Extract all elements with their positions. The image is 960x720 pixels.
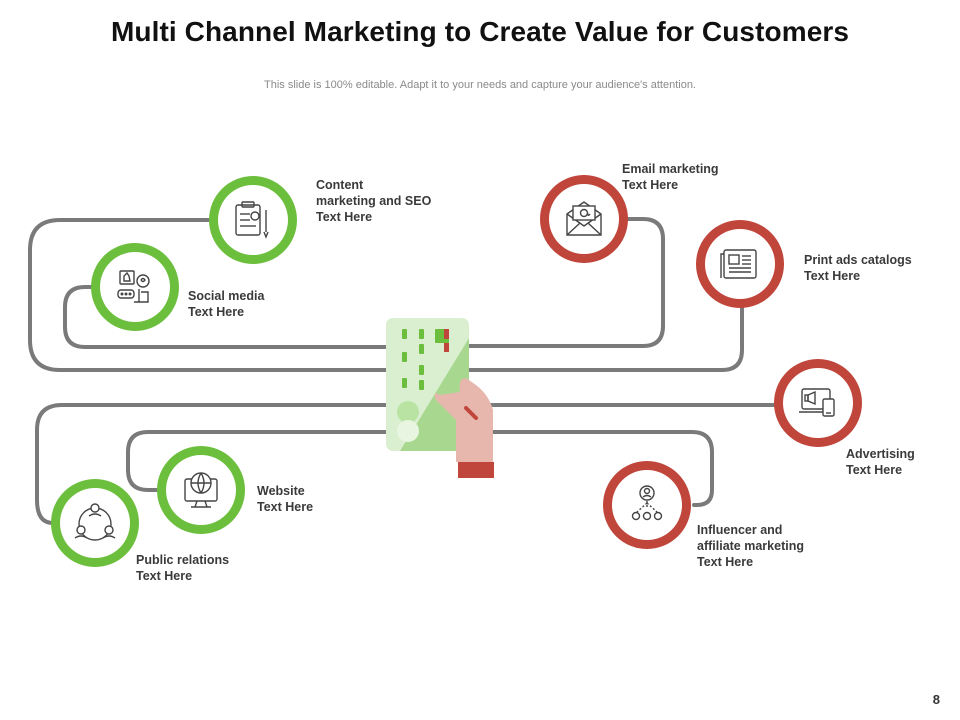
card-circle-top (397, 401, 419, 423)
page-subtitle: This slide is 100% editable. Adapt it to… (264, 79, 696, 91)
sleeve-cuff (458, 462, 494, 478)
website-icon (184, 472, 218, 508)
card-red-mark (444, 343, 449, 352)
node-print (696, 220, 784, 308)
path-print (466, 304, 744, 372)
label-social: Social media Text Here (188, 288, 264, 320)
label-line: Influencer and (697, 523, 783, 537)
label-line: Text Here (622, 178, 679, 192)
path-content (28, 218, 390, 372)
node-email (540, 175, 628, 263)
connector-paths (28, 217, 778, 525)
page-title: Multi Channel Marketing to Create Value … (110, 16, 850, 47)
social-media-icon (117, 270, 150, 303)
node-pr (51, 479, 139, 567)
path-pr (35, 403, 390, 525)
label-website: Website Text Here (257, 483, 313, 515)
advertising-icon (799, 388, 835, 417)
public-relations-icon (74, 503, 116, 541)
label-line: Advertising (846, 447, 915, 461)
label-line: affiliate marketing (697, 539, 804, 553)
label-line: Website (257, 484, 305, 498)
path-email (466, 217, 665, 348)
hand (434, 378, 493, 462)
thumb-accent (464, 406, 478, 420)
path-website (126, 430, 390, 492)
content-seo-icon (235, 201, 269, 239)
label-content: Content marketing and SEO Text Here (316, 177, 431, 225)
label-line: Text Here (257, 500, 314, 514)
label-line: marketing and SEO (316, 194, 432, 208)
label-line: Text Here (804, 269, 861, 283)
card-dash-marks (402, 329, 449, 390)
label-line: Text Here (316, 210, 373, 224)
label-print: Print ads catalogs Text Here (804, 252, 912, 284)
node-influencer (603, 461, 691, 549)
email-icon (566, 201, 602, 236)
card-chip-mark (444, 329, 449, 339)
label-line: Text Here (188, 305, 245, 319)
label-pr: Public relations Text Here (136, 552, 229, 584)
label-line: Email marketing (622, 162, 719, 176)
label-line: Content (316, 178, 364, 192)
path-social (63, 285, 390, 349)
card-in-hand-illustration (386, 318, 494, 478)
card-circle-bottom (397, 420, 419, 442)
path-influencer (468, 430, 714, 507)
label-advertising: Advertising Text Here (846, 446, 915, 478)
label-line: Text Here (136, 569, 193, 583)
page-number: 8 (932, 692, 940, 707)
card-diagonal-shade (400, 338, 469, 451)
node-advertising (774, 359, 862, 447)
label-line: Print ads catalogs (804, 253, 912, 267)
node-content (209, 176, 297, 264)
label-line: Text Here (846, 463, 903, 477)
label-email: Email marketing Text Here (622, 161, 719, 193)
label-line: Text Here (697, 555, 754, 569)
label-line: Social media (188, 289, 265, 303)
node-social (91, 243, 179, 331)
label-line: Public relations (136, 553, 230, 567)
print-ads-icon (720, 249, 757, 279)
label-influencer: Influencer and affiliate marketing Text … (697, 522, 804, 570)
node-website (157, 446, 245, 534)
influencer-icon (631, 485, 663, 521)
